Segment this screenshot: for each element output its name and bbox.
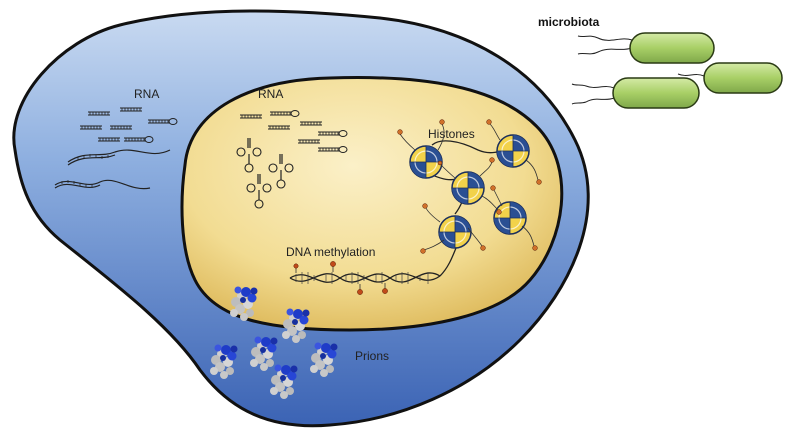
histone-tail-icon (399, 123, 539, 251)
cytoplasm-rna-icon (54, 107, 177, 190)
methyl-group-icon (293, 261, 388, 295)
rna-nucleus-label: RNA (258, 87, 283, 101)
dna-methylation-label: DNA methylation (286, 245, 375, 259)
bacterium-body-icon (612, 32, 783, 109)
bacterium-icon (571, 35, 705, 105)
histone-modification-icon (397, 119, 542, 254)
nucleus (180, 76, 564, 332)
dna-helix-icon (289, 247, 457, 295)
rna-cytoplasm-label: RNA (134, 87, 159, 101)
histones-label: Histones (428, 127, 475, 141)
microbiota-label: microbiota (538, 15, 600, 29)
prions-label: Prions (355, 349, 389, 363)
